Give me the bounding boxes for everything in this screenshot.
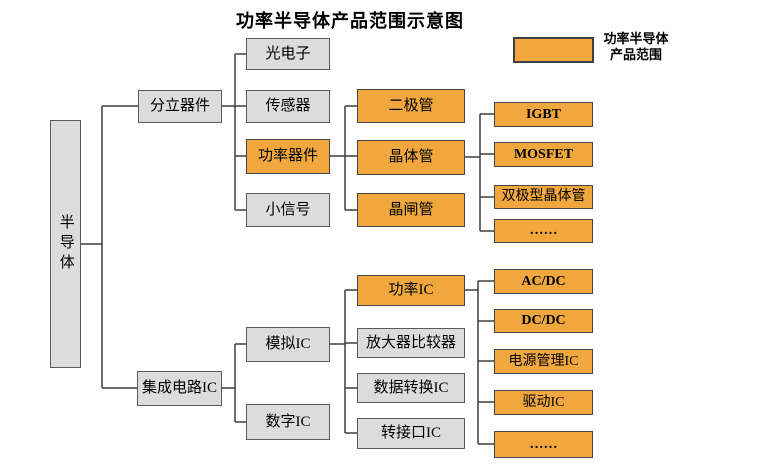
legend-label: 功率半导体 产品范围 bbox=[586, 31, 686, 63]
node-power-devices: 功率器件 bbox=[246, 139, 330, 174]
node-data-conversion-ic: 数据转换IC bbox=[357, 373, 465, 403]
node-small-signal: 小信号 bbox=[246, 193, 330, 227]
node-dcdc: DC/DC bbox=[494, 309, 593, 333]
node-interface-ic: 转接口IC bbox=[357, 418, 465, 449]
node-transistor-ellipsis: …… bbox=[494, 219, 593, 243]
node-integrated-circuit-ic: 集成电路IC bbox=[137, 371, 222, 406]
node-acdc: AC/DC bbox=[494, 269, 593, 294]
node-analog-ic: 模拟IC bbox=[246, 327, 330, 362]
node-semiconductor: 半导体 bbox=[50, 120, 81, 368]
node-diode: 二极管 bbox=[357, 89, 465, 123]
node-digital-ic: 数字IC bbox=[246, 404, 330, 440]
node-bipolar-transistor: 双极型晶体管 bbox=[494, 185, 593, 209]
node-amplifier-comparator: 放大器比较器 bbox=[357, 328, 465, 358]
legend-label-line1: 功率半导体 bbox=[603, 31, 669, 46]
diagram-title: 功率半导体产品范围示意图 bbox=[236, 11, 464, 31]
node-sensor: 传感器 bbox=[246, 90, 330, 123]
node-discrete-devices: 分立器件 bbox=[138, 90, 222, 123]
legend-label-line2: 产品范围 bbox=[609, 47, 662, 62]
node-power-management-ic: 电源管理IC bbox=[494, 349, 593, 374]
node-driver-ic: 驱动IC bbox=[494, 390, 593, 415]
node-power-ic: 功率IC bbox=[357, 275, 465, 306]
node-transistor: 晶体管 bbox=[357, 140, 465, 175]
node-optoelectronics: 光电子 bbox=[246, 38, 330, 70]
node-igbt: IGBT bbox=[494, 102, 593, 127]
legend-highlight-swatch bbox=[513, 37, 594, 63]
node-thyristor: 晶闸管 bbox=[357, 193, 465, 227]
node-power-ic-ellipsis: …… bbox=[494, 431, 593, 458]
node-mosfet: MOSFET bbox=[494, 142, 593, 167]
